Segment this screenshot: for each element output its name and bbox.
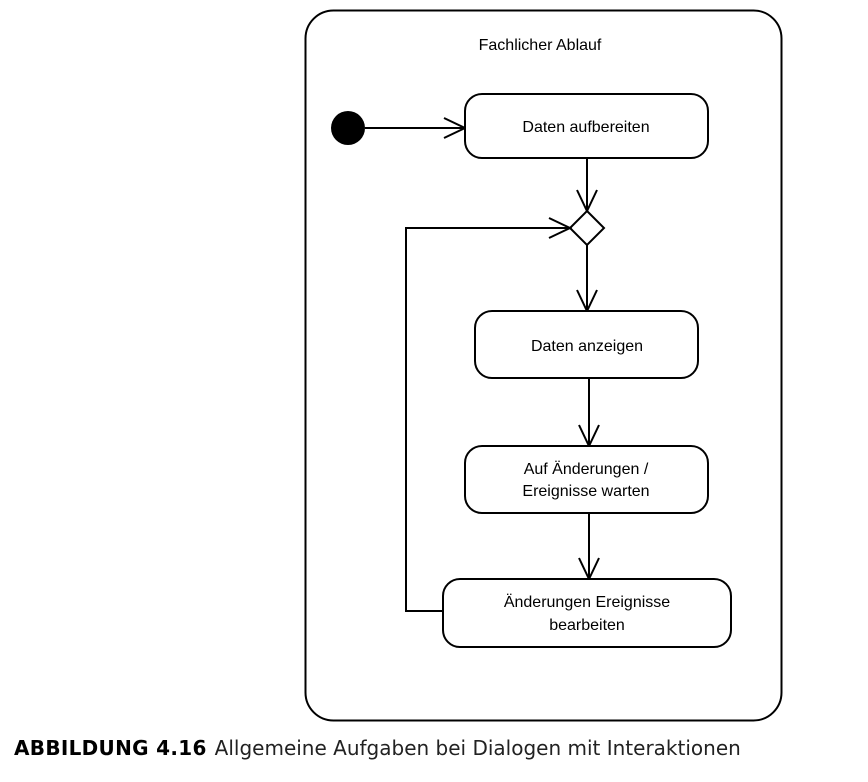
- activity-title: Fachlicher Ablauf: [479, 37, 602, 54]
- action-label-process-line1: Änderungen Ereignisse: [504, 593, 670, 611]
- action-node-wait-for-changes: Auf Änderungen / Ereignisse warten: [464, 445, 709, 514]
- edge-initial-to-prepare: [365, 117, 468, 139]
- initial-node: [331, 111, 365, 145]
- edge-display-to-wait: [578, 378, 600, 449]
- decision-merge-node: [568, 209, 606, 247]
- figure-caption-text: Allgemeine Aufgaben bei Dialogen mit Int…: [214, 736, 741, 760]
- action-label-process-line2: bearbeiten: [549, 617, 625, 634]
- edge-prepare-to-decision: [576, 158, 598, 214]
- action-node-prepare-data: Daten aufbereiten: [464, 93, 709, 159]
- action-label-prepare-data: Daten aufbereiten: [522, 119, 649, 136]
- edge-loop-process-to-decision: [405, 217, 573, 612]
- action-node-process-changes: Änderungen Ereignisse bearbeiten: [442, 578, 732, 648]
- activity-frame: [304, 9, 783, 722]
- figure-number: ABBILDUNG 4.16: [14, 736, 207, 760]
- edge-decision-to-display: [576, 245, 598, 314]
- edge-wait-to-process: [578, 513, 600, 582]
- action-label-display-data: Daten anzeigen: [531, 338, 643, 355]
- activity-diagram: Fachlicher Ablauf Daten aufbereiten Date…: [304, 9, 783, 722]
- figure-caption: ABBILDUNG 4.16 Allgemeine Aufgaben bei Di…: [14, 736, 741, 760]
- action-node-display-data: Daten anzeigen: [474, 310, 699, 379]
- action-label-wait-line2: Ereignisse warten: [522, 483, 649, 500]
- action-label-wait-line1: Auf Änderungen /: [524, 460, 649, 478]
